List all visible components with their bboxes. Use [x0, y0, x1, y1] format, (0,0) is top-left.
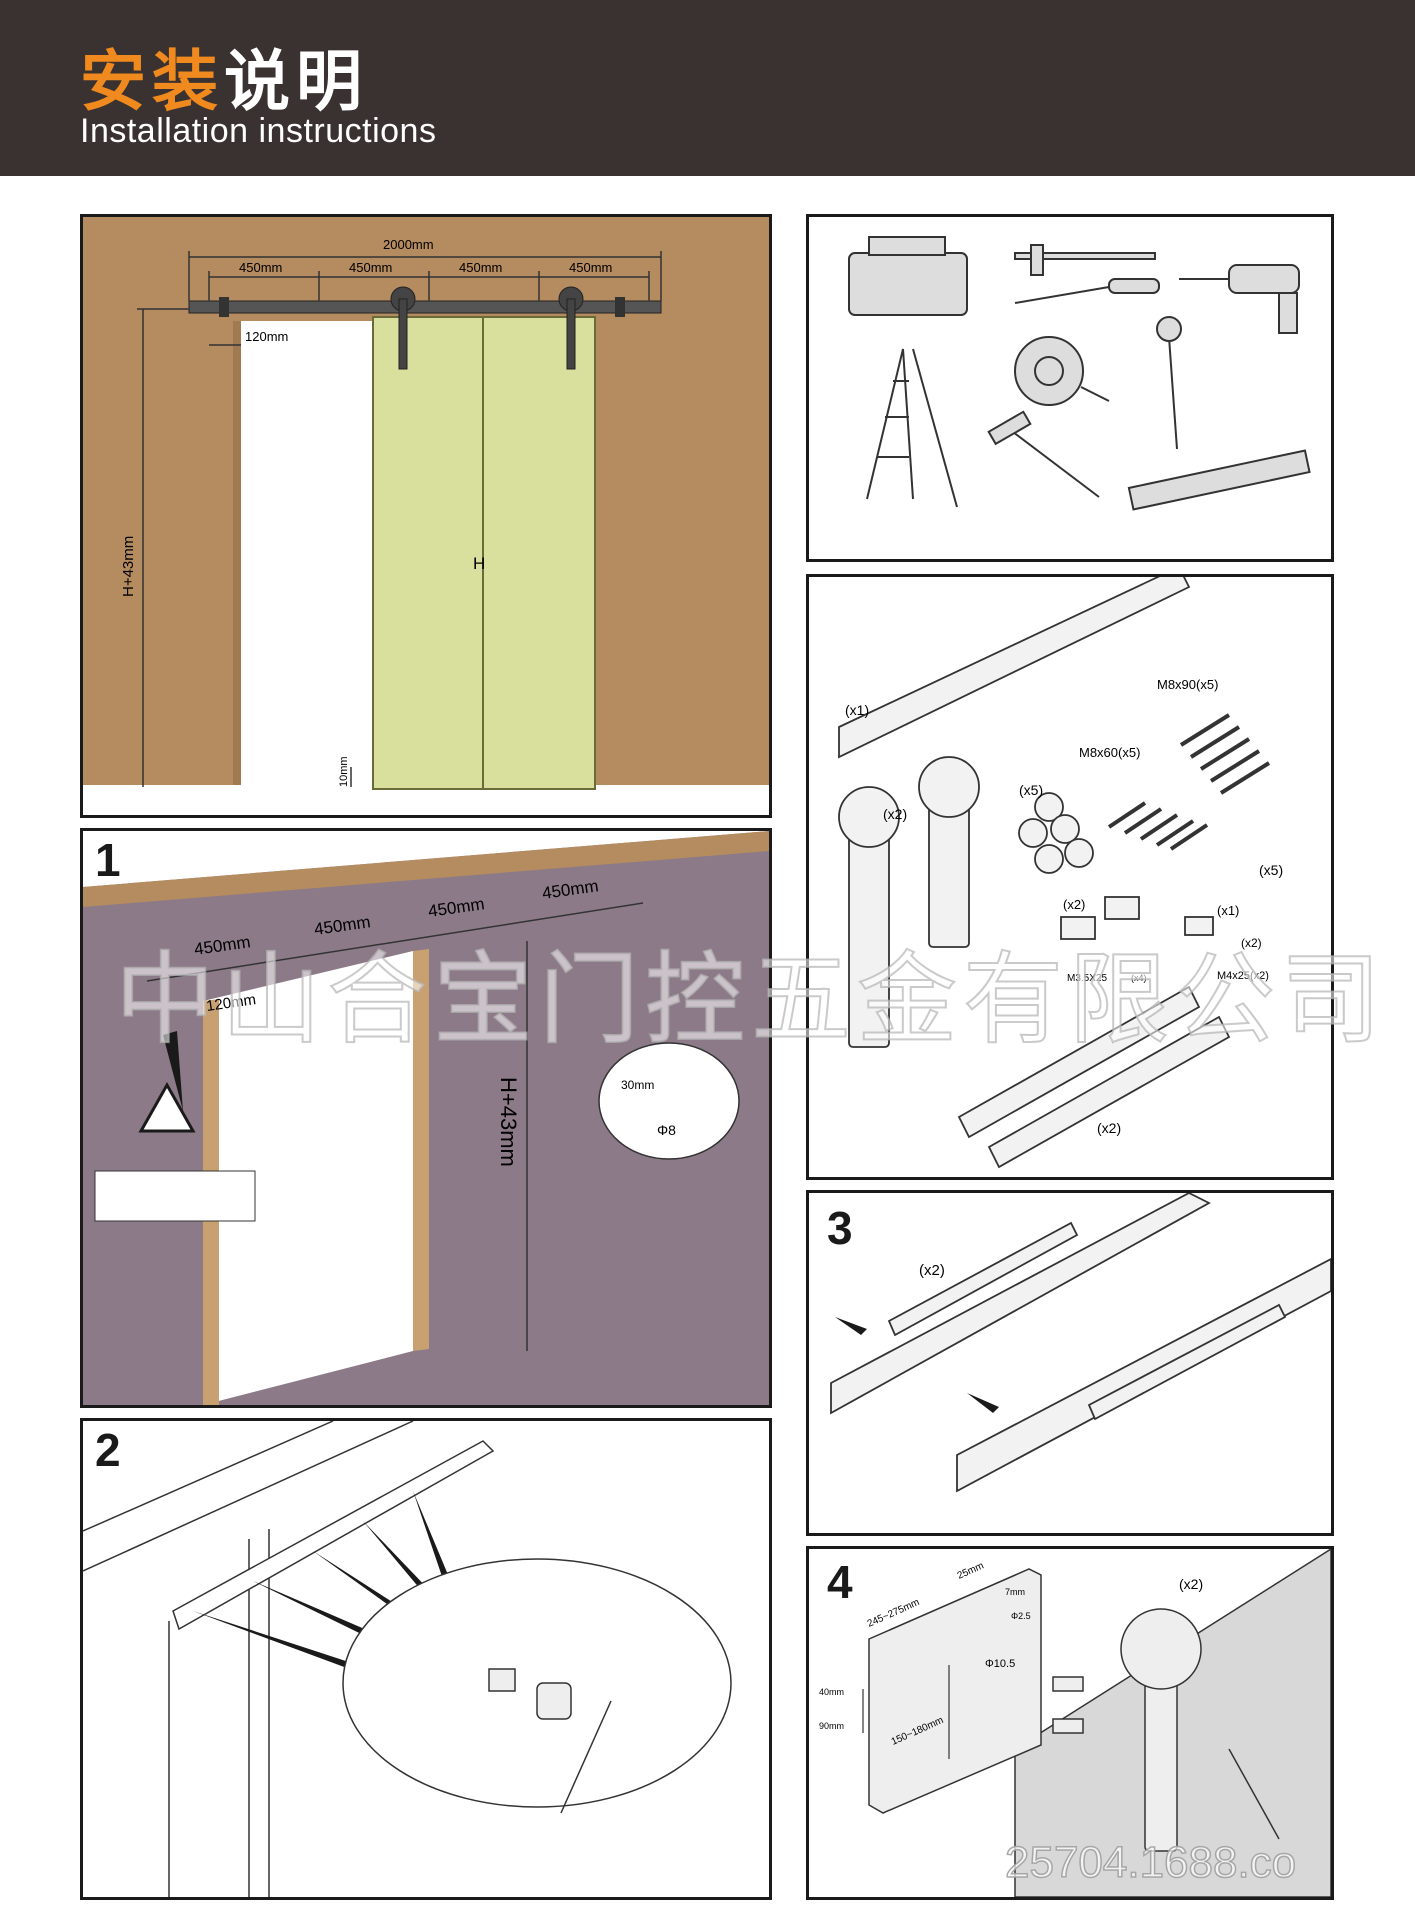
- dim-seg-2: 450mm: [349, 260, 392, 275]
- step1-height: H+43mm: [496, 1077, 521, 1167]
- step3-diagram: (x2): [830, 1193, 1331, 1493]
- step4-number: 4: [827, 1556, 853, 1608]
- dim-top: 40mm: [819, 1687, 844, 1697]
- parts-panel: (x1) (x2) M8x90(x5) M8x60(x5) (x5) (x5) …: [806, 574, 1334, 1180]
- step2-number: 2: [95, 1424, 121, 1476]
- step4-panel: 4 (x2) 245~275mm 25mm 7mm Φ2.5 Φ10.5 40m…: [806, 1546, 1334, 1900]
- title-cn-white: 说明: [224, 43, 368, 120]
- dim-seg-4: 450mm: [569, 260, 612, 275]
- spacer-qty: (x5): [1019, 782, 1043, 798]
- dim-door: H: [473, 554, 485, 573]
- step4-qty: (x2): [1179, 1576, 1203, 1592]
- dim-height: H+43mm: [120, 536, 137, 597]
- tools-diagram: [848, 236, 1311, 511]
- bolt90-label: M8x90(x5): [1157, 677, 1218, 692]
- title-cn-accent: 安装: [80, 43, 224, 120]
- screw-small-qty: (x4): [1131, 973, 1147, 983]
- parts-diagram: (x1) (x2) M8x90(x5) M8x60(x5) (x5) (x5) …: [838, 577, 1283, 1169]
- dim-seg-1: 450mm: [239, 260, 282, 275]
- guide-qty: (x1): [1217, 903, 1239, 918]
- dim-offset: 120mm: [245, 329, 288, 344]
- dim-mid: 90mm: [819, 1721, 844, 1731]
- dim-gap: 10mm: [338, 756, 350, 787]
- tools-panel: [806, 214, 1334, 562]
- big-hole-dia: Φ10.5: [985, 1658, 1015, 1670]
- dim-total: 2000mm: [383, 237, 434, 252]
- site-watermark: 25704.1688.co: [1004, 1837, 1297, 1888]
- screw-guide-label: M4x25(x2): [1217, 970, 1269, 982]
- company-watermark: 中山合宝门控五金有限公司: [114, 940, 1387, 1059]
- step2-panel: 2: [80, 1418, 772, 1900]
- title-english: Installation instructions: [80, 112, 437, 150]
- drill-size: Φ8: [657, 1122, 676, 1138]
- door-thickness: 25mm: [956, 1560, 986, 1581]
- edge-distance: 7mm: [1005, 1587, 1025, 1597]
- screw-guide-qty: (x2): [1241, 936, 1262, 950]
- overview-panel: 2000mm 450mm 450mm 450mm 450mm 120mm H+4…: [80, 214, 772, 818]
- step1-panel: 1 450mm 450mm 450mm 450mm 120mm H+43mm 3…: [80, 828, 772, 1408]
- anchor-qty: (x5): [1259, 862, 1283, 878]
- step1-diagram: 450mm 450mm 450mm 450mm 120mm H+43mm 30m…: [83, 831, 769, 1405]
- step2-diagram: [83, 1421, 732, 1897]
- title-chinese: 安装说明: [80, 28, 368, 124]
- small-hole-dia: Φ2.5: [1011, 1611, 1031, 1621]
- step1-number: 1: [95, 834, 121, 886]
- overview-diagram: 2000mm 450mm 450mm 450mm 450mm 120mm H+4…: [83, 217, 769, 815]
- step4-diagram: (x2) 245~275mm 25mm 7mm Φ2.5 Φ10.5 40mm …: [819, 1549, 1331, 1897]
- connector-qty: (x2): [1097, 1120, 1121, 1136]
- dim-seg-3: 450mm: [459, 260, 502, 275]
- screw-small-label: M3.5X25: [1067, 973, 1107, 984]
- drill-depth: 30mm: [621, 1078, 654, 1092]
- step3-number: 3: [827, 1202, 853, 1254]
- stopper-qty: (x2): [1063, 897, 1085, 912]
- hanger-qty: (x2): [883, 806, 907, 822]
- page-header: 安装说明 Installation instructions: [0, 0, 1415, 176]
- step3-panel: 3 (x2): [806, 1190, 1334, 1536]
- step3-qty: (x2): [919, 1262, 945, 1279]
- bolt60-label: M8x60(x5): [1079, 745, 1140, 760]
- rail-qty: (x1): [845, 702, 869, 718]
- step1-offset: 120mm: [205, 991, 257, 1015]
